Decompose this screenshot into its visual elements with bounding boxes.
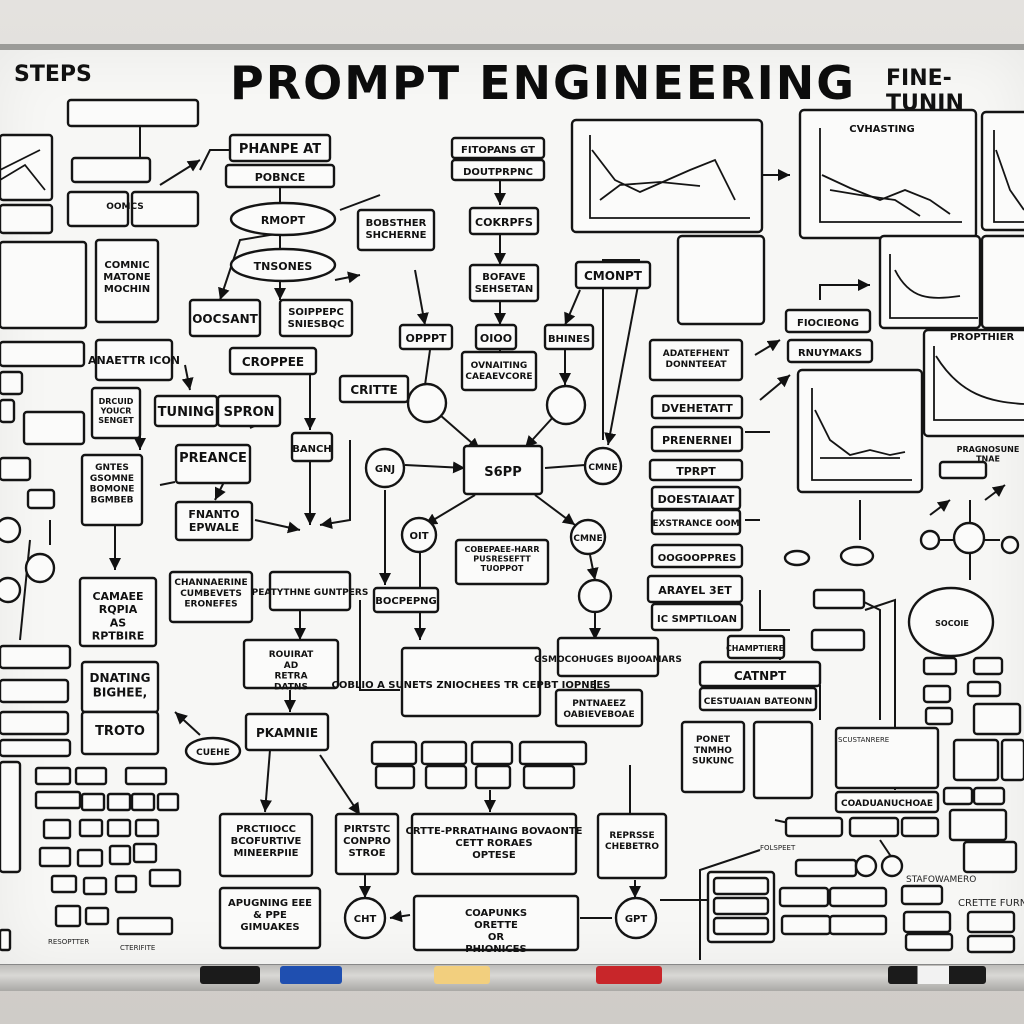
node-label: COBLIO A SUNETS ZNIOCHEES TR CEPBT IOPNE…: [332, 680, 611, 691]
steps-heading: STEPS: [14, 62, 92, 87]
node-label: PROPTHIER: [950, 332, 1015, 343]
node-label: PHANPE AT: [239, 142, 321, 157]
node-label: OIOO: [480, 332, 512, 345]
node-label: EXSTRANCE OOM: [652, 519, 739, 529]
node-label: OPPPT: [405, 332, 447, 345]
node-label: POBNCE: [255, 171, 306, 184]
node-label: IC SMPTILOAN: [657, 614, 737, 625]
annotation-text: SCUSTANRERE: [838, 736, 889, 744]
node-label: OOCSANT: [192, 312, 258, 326]
node-label: CMNE: [573, 534, 602, 544]
node-label: PRENERNEI: [662, 434, 732, 447]
node-label: ARAYEL 3ET: [658, 584, 732, 597]
node-label: COADUANUCHOAE: [841, 799, 933, 809]
annotation-text: FOLSPEET: [760, 844, 796, 852]
black-marker[interactable]: [200, 966, 260, 984]
node-label: OOMCS: [106, 202, 144, 212]
node-label: PEATYTHNE GUNTPERS: [252, 588, 369, 598]
node-label: CHT: [354, 914, 377, 925]
annotation-text: RESOPTTER: [48, 938, 89, 946]
node-label: GNJ: [375, 464, 395, 475]
connector-lines: [19, 119, 1006, 960]
blue-marker[interactable]: [280, 966, 342, 984]
node-label: COKRPFS: [475, 216, 533, 229]
node-label: GSMOCOHUGES BIJOOAMARS: [534, 655, 682, 665]
annotation-text: CTERIFITE: [120, 944, 155, 952]
node-label: PREANCE: [179, 451, 247, 466]
node-label: CROPPEE: [242, 355, 304, 369]
node-label: RMOPT: [261, 214, 306, 227]
node-label: FIOCIEONG: [797, 318, 859, 329]
node-label: SOCOIE: [935, 619, 969, 628]
node-label: CMNE: [588, 463, 617, 473]
board-title: PROMPT ENGINEERING: [230, 56, 857, 110]
node-label: PKAMNIE: [256, 726, 318, 740]
yellow-marker[interactable]: [434, 966, 490, 984]
node-label: CRITTE: [350, 383, 397, 397]
annotation-text: STAFOWAMERO: [906, 875, 976, 885]
node-label: CESTUAIAN BATEONN: [704, 697, 812, 707]
node-label: OOGOOPPRES: [658, 553, 737, 564]
node-label: CVHASTING: [849, 124, 915, 135]
node-label: CATNPT: [734, 669, 787, 683]
node-label: RNUYMAKS: [798, 348, 862, 359]
node-label: TUNING: [158, 405, 215, 420]
node-label: TNSONES: [254, 260, 313, 273]
node-label: DOESTAIAAT: [658, 493, 735, 506]
node-label: FITOPANS GT: [461, 145, 535, 156]
node-label: S6PP: [484, 465, 521, 480]
chart-sketch-lines: [0, 128, 1024, 481]
sketched-chart-panels: [570, 108, 1024, 494]
node-label: TROTO: [95, 724, 145, 739]
node-label: DVEHETATT: [661, 402, 733, 415]
node-label: BHINES: [548, 334, 590, 345]
node-label: TPRPT: [676, 465, 716, 478]
node-label: ANAETTR ICON: [88, 354, 180, 367]
node-label: CHAMPTIERE: [726, 644, 784, 653]
marker-tray: [0, 964, 1024, 991]
node-label: GPT: [625, 914, 648, 925]
node-label: CMONPT: [584, 269, 643, 283]
diagram-boxes: [0, 98, 1024, 954]
node-label: BANCH: [292, 444, 331, 455]
node-label: CUEHE: [196, 748, 230, 758]
node-label: SPRON: [224, 405, 275, 420]
node-label: DOUTPRPNC: [463, 167, 533, 178]
node-label: OIT: [409, 531, 428, 542]
node-label: BOCPEPNG: [375, 596, 437, 607]
black-white-marker[interactable]: [888, 966, 986, 984]
red-marker[interactable]: [596, 966, 662, 984]
annotation-text: CRETTE FURNI: [958, 898, 1024, 909]
